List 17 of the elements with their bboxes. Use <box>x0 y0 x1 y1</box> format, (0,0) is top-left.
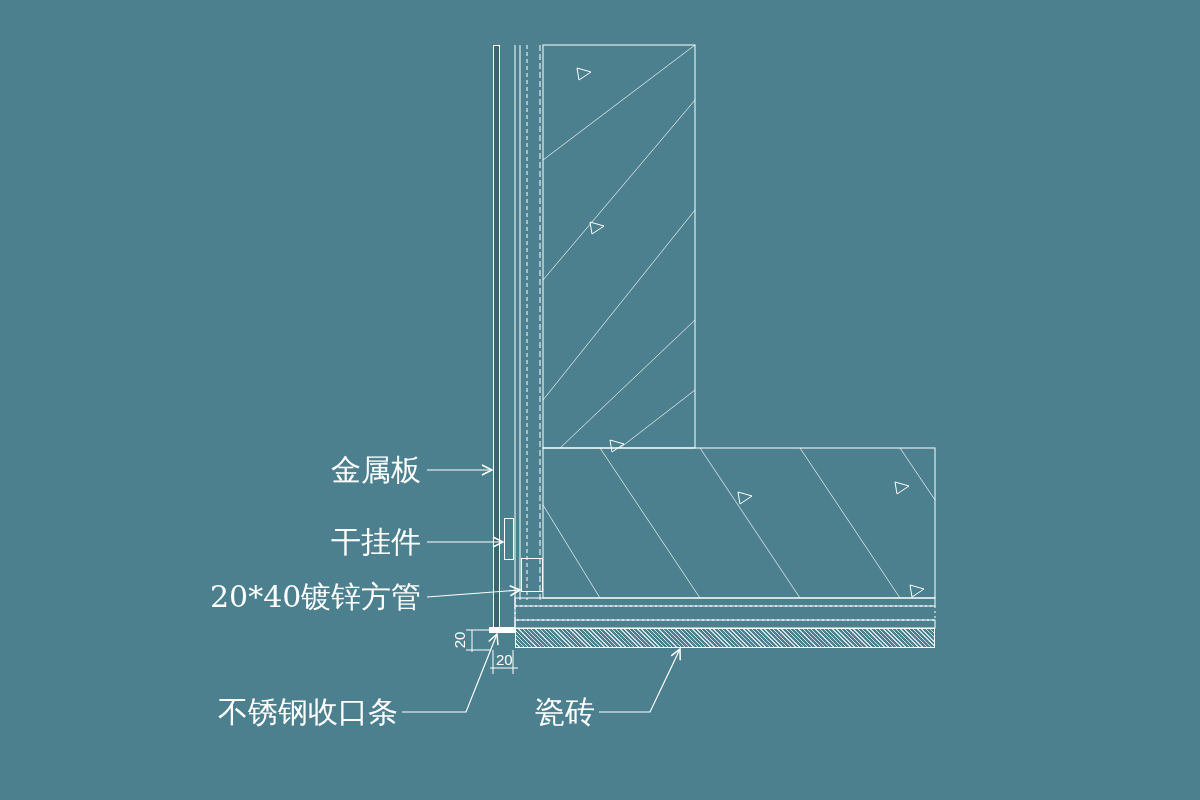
callout-label: 20*40镀锌方管 <box>210 579 422 615</box>
callout-label: 干挂件 <box>331 524 421 560</box>
leader-line <box>426 536 504 548</box>
square-tube <box>521 558 543 592</box>
callout-label: 金属板 <box>331 452 421 488</box>
floor-tile <box>515 628 935 648</box>
hanger-bracket <box>504 518 514 560</box>
callout-label: 不锈钢收口条 <box>218 694 398 730</box>
trim-strip <box>489 627 515 633</box>
leader-line <box>426 464 493 476</box>
leader-line <box>598 648 681 713</box>
metal-panel <box>493 45 500 630</box>
leader-line <box>426 585 521 598</box>
leader-line <box>401 633 499 713</box>
callout-label: 瓷砖 <box>535 694 595 730</box>
dimension-text: 20 <box>496 652 513 668</box>
dimension-text: 20 <box>452 631 469 649</box>
